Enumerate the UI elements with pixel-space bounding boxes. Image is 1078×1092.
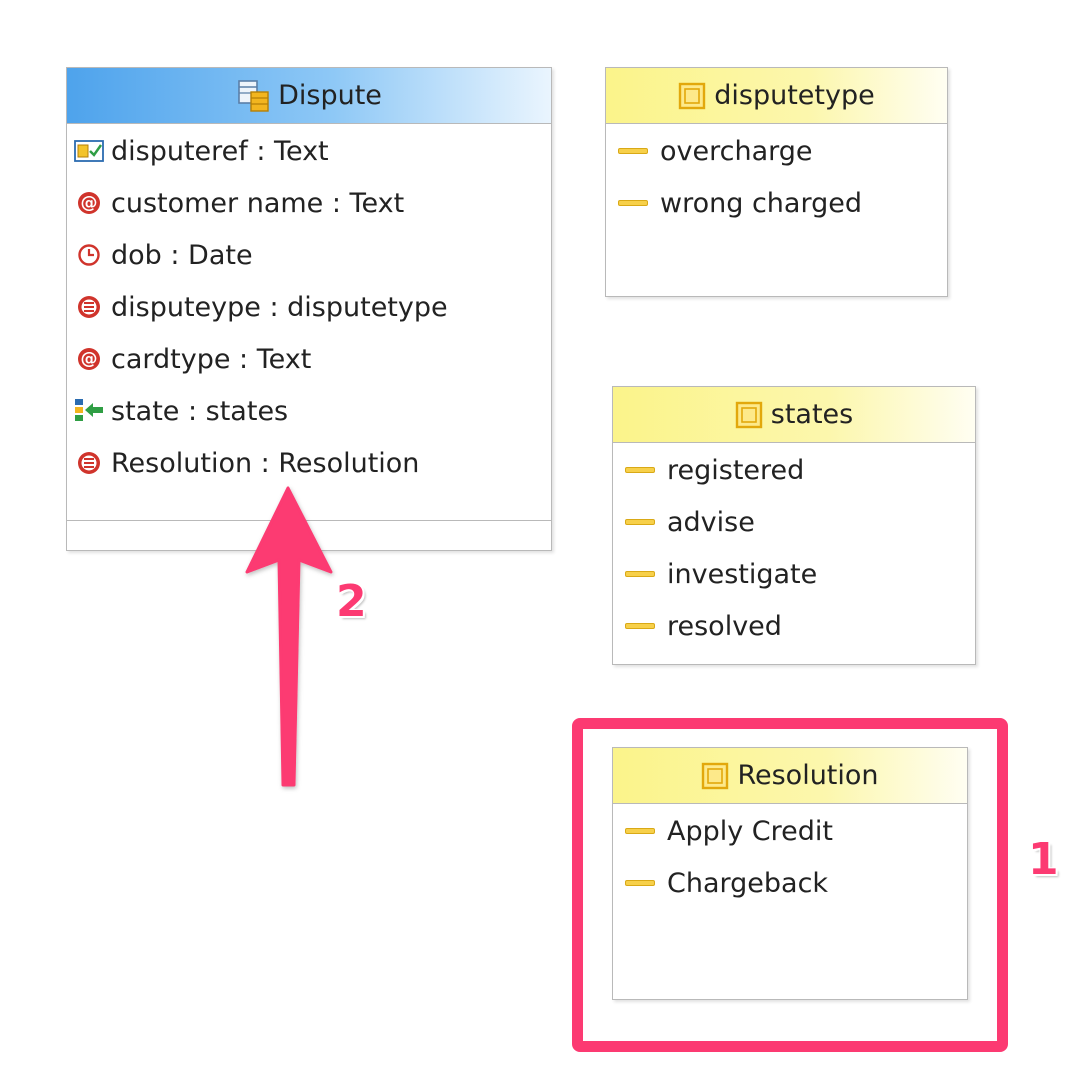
enum-literal[interactable]: Apply Credit <box>613 805 967 857</box>
enum-literal[interactable]: Chargeback <box>613 857 967 909</box>
literal-label: registered <box>667 454 805 486</box>
literal-icon <box>613 467 667 473</box>
enum-attribute-icon <box>67 451 111 475</box>
dispute-header[interactable]: Dispute <box>67 68 551 124</box>
enum-literal[interactable]: advise <box>613 496 975 548</box>
text-attribute-icon: @ <box>67 192 111 214</box>
disputetype-title: disputetype <box>714 80 875 111</box>
states-title: states <box>770 399 854 430</box>
attribute-row[interactable]: disputeref : Text <box>67 125 551 177</box>
attribute-row[interactable]: @ customer name : Text <box>67 177 551 229</box>
enumeration-icon <box>701 762 729 790</box>
attribute-label: Resolution : Resolution <box>111 447 420 479</box>
highlight-rectangle <box>572 718 1008 1052</box>
literal-icon <box>606 148 660 154</box>
enum-literal[interactable]: overcharge <box>606 125 947 177</box>
callout-number-2: 2 <box>336 576 367 627</box>
enum-attribute-icon <box>67 295 111 319</box>
states-header[interactable]: states <box>613 387 975 443</box>
attribute-label: disputeype : disputetype <box>111 291 448 323</box>
literal-icon <box>613 571 667 577</box>
attribute-row[interactable]: Resolution : Resolution <box>67 437 551 489</box>
resolution-header[interactable]: Resolution <box>613 748 967 804</box>
attribute-row[interactable]: disputeype : disputetype <box>67 281 551 333</box>
literal-label: Chargeback <box>667 867 829 899</box>
attribute-label: cardtype : Text <box>111 343 312 375</box>
disputetype-header[interactable]: disputetype <box>606 68 947 124</box>
literal-icon <box>606 200 660 206</box>
literal-label: wrong charged <box>660 187 862 219</box>
literal-label: investigate <box>667 558 818 590</box>
id-field-icon <box>67 140 111 162</box>
attribute-label: dob : Date <box>111 239 253 271</box>
dispute-entity[interactable]: Dispute disputeref : Text @ customer nam… <box>66 67 552 551</box>
literal-icon <box>613 519 667 525</box>
enum-literal[interactable]: resolved <box>613 600 975 652</box>
literal-icon <box>613 828 667 834</box>
dispute-title: Dispute <box>278 80 382 111</box>
operations-divider <box>67 520 551 521</box>
literal-label: advise <box>667 506 755 538</box>
literal-icon <box>613 623 667 629</box>
enumeration-icon <box>735 401 763 429</box>
disputetype-enumeration[interactable]: disputetype overcharge wrong charged <box>605 67 948 297</box>
enum-literal[interactable]: investigate <box>613 548 975 600</box>
enum-literal[interactable]: registered <box>613 444 975 496</box>
attribute-row[interactable]: @ cardtype : Text <box>67 333 551 385</box>
attribute-row[interactable]: dob : Date <box>67 229 551 281</box>
resolution-enumeration[interactable]: Resolution Apply Credit Chargeback <box>612 747 968 1000</box>
attribute-label: state : states <box>111 395 289 427</box>
callout-number-1: 1 <box>1028 834 1059 885</box>
states-enumeration[interactable]: states registered advise investigate res… <box>612 386 976 665</box>
text-attribute-icon: @ <box>67 348 111 370</box>
resolution-title: Resolution <box>737 760 879 791</box>
literal-label: overcharge <box>660 135 813 167</box>
enum-literal[interactable]: wrong charged <box>606 177 947 229</box>
literal-icon <box>613 880 667 886</box>
literal-label: resolved <box>667 610 782 642</box>
literal-label: Apply Credit <box>667 815 834 847</box>
date-attribute-icon <box>67 243 111 267</box>
state-attribute-icon <box>67 398 111 424</box>
enumeration-icon <box>678 82 706 110</box>
attribute-label: customer name : Text <box>111 187 405 219</box>
entity-icon <box>236 79 270 112</box>
attribute-row[interactable]: state : states <box>67 385 551 437</box>
attribute-label: disputeref : Text <box>111 135 329 167</box>
